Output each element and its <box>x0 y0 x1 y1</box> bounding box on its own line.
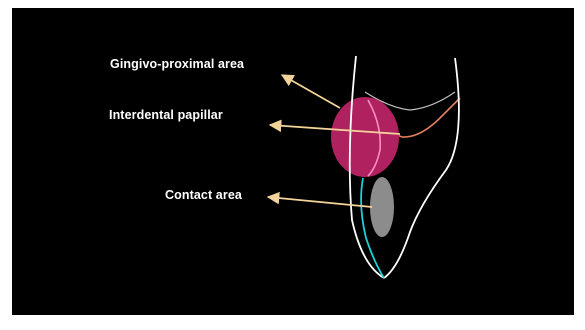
label-gingivo-proximal: Gingivo-proximal area <box>110 57 244 71</box>
contact-area-shape <box>370 177 394 237</box>
background-panel <box>12 8 574 315</box>
label-contact-area: Contact area <box>165 188 242 202</box>
label-interdental-papillar: Interdental papillar <box>109 108 223 122</box>
interdental-papilla <box>331 97 399 177</box>
